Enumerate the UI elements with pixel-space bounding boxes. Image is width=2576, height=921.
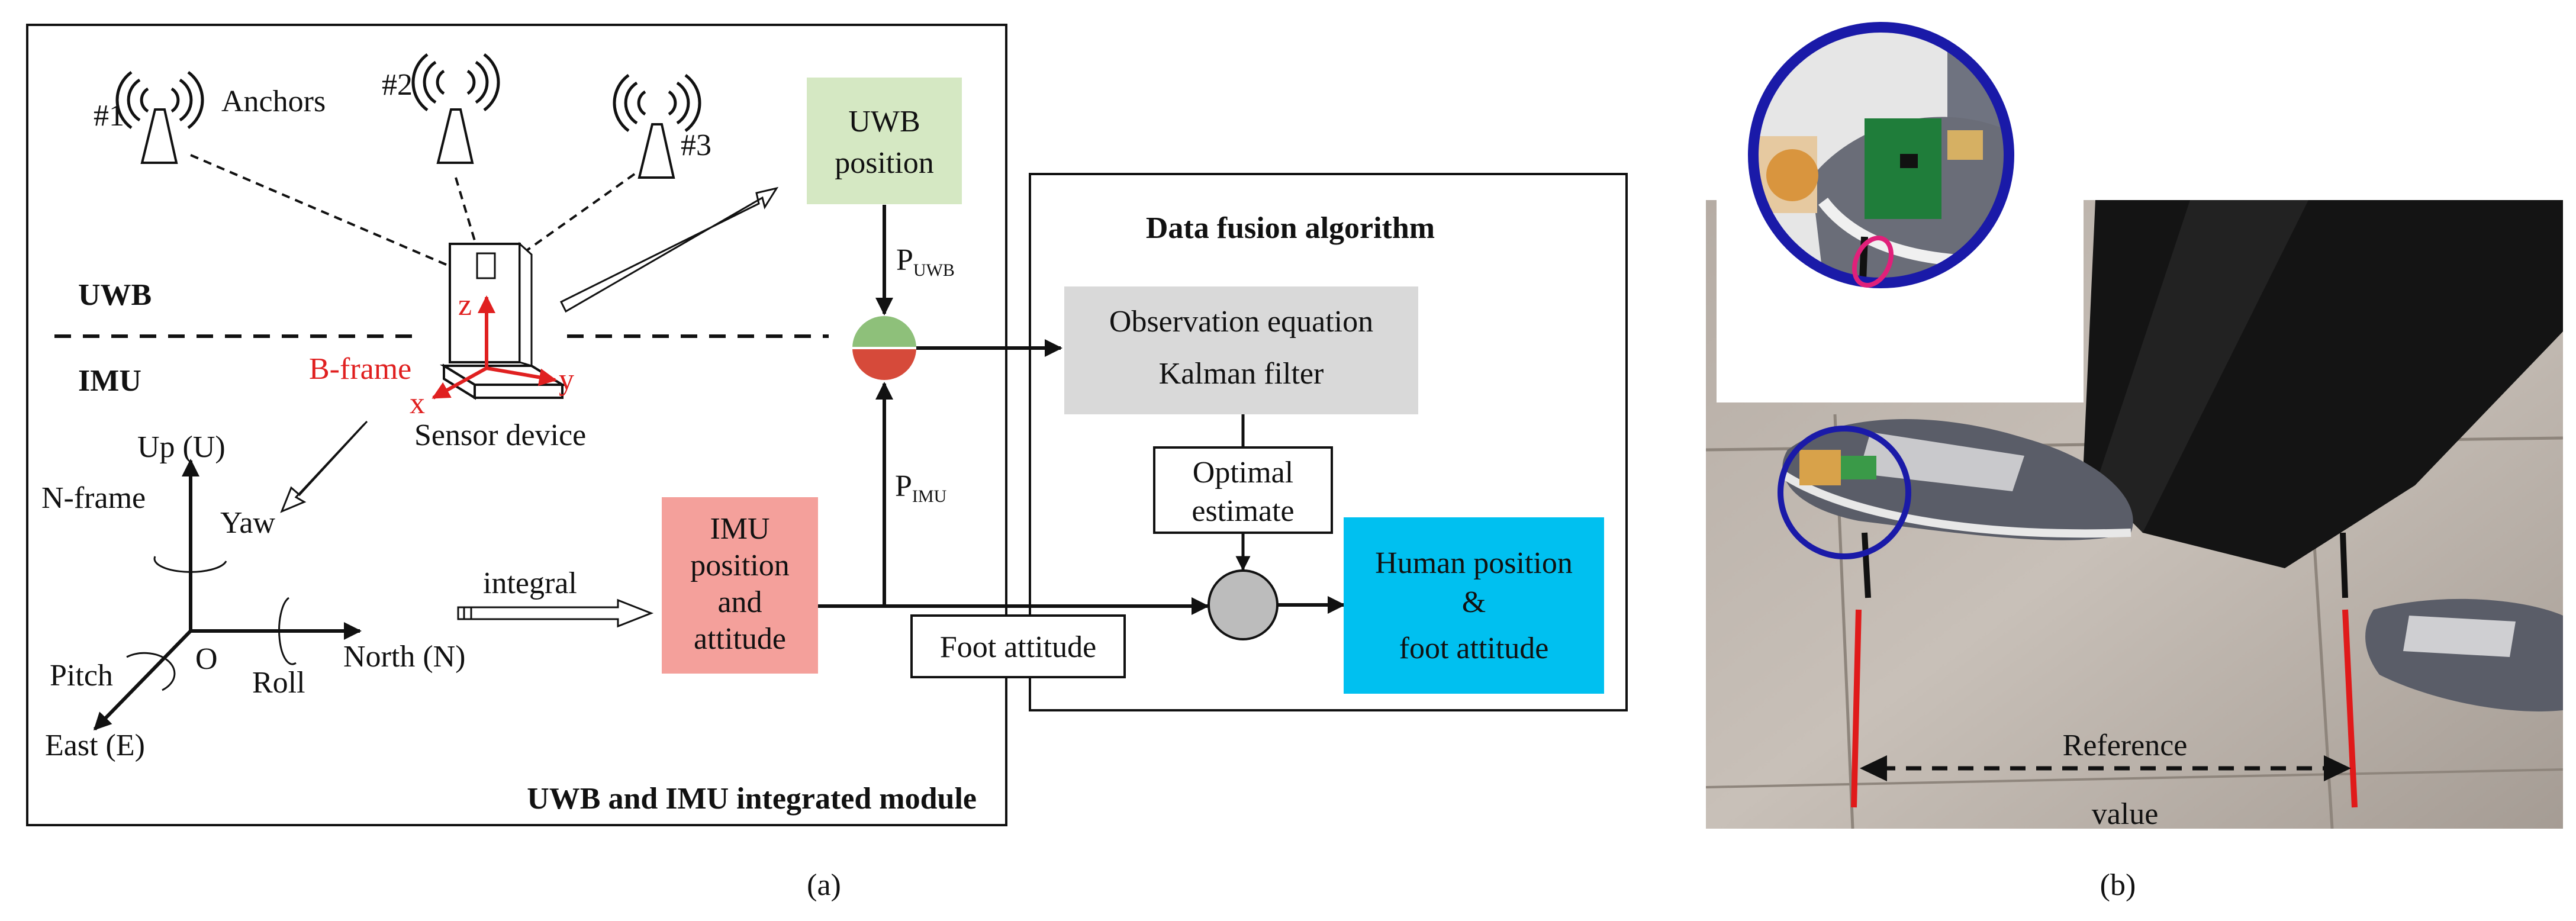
reference-line-1: Reference	[2063, 729, 2188, 762]
uwb-position-line-2: position	[835, 146, 934, 180]
roll-label: Roll	[252, 666, 305, 700]
bframe-label: B-frame	[309, 352, 411, 386]
imu-label: IMU	[78, 364, 141, 398]
human-line-1: Human position	[1375, 546, 1573, 580]
fusion-title: Data fusion algorithm	[1146, 211, 1435, 245]
n-east-axis	[93, 629, 192, 731]
module-frame	[26, 24, 1007, 826]
ref-line-right	[2342, 609, 2358, 808]
axis-y-line	[486, 366, 557, 387]
anchor-1	[115, 70, 204, 164]
imu-box-line-1: IMU	[710, 512, 769, 546]
north-label: North (N)	[343, 640, 466, 674]
fusion-node	[852, 316, 916, 380]
imu-box-line-2: position	[690, 549, 790, 582]
sensor-marker-circle	[1778, 426, 1911, 559]
anchor-2-id: #2	[382, 68, 413, 102]
p-imu-label: PIMU	[895, 469, 947, 506]
anchor-link-3	[520, 173, 636, 256]
ref-arrow-head-left	[1860, 755, 1887, 781]
reference-line-2: value	[2092, 797, 2159, 831]
p-uwb-label: PUWB	[896, 243, 955, 280]
uwb-position-line-1: UWB	[848, 105, 920, 139]
anchor-1-id: #1	[94, 99, 124, 133]
kalman-box	[1064, 286, 1418, 414]
imu-position-box	[662, 497, 818, 674]
roll-rotation-icon	[278, 597, 297, 665]
imu-box-line-4: attitude	[694, 622, 786, 656]
walking-photo	[1706, 200, 2563, 829]
observation-line-2: Kalman filter	[1159, 357, 1324, 391]
ref-line-left	[1851, 609, 1862, 808]
observation-line-1: Observation equation	[1109, 305, 1373, 339]
human-line-3: foot attitude	[1399, 632, 1549, 665]
anchor-2	[411, 53, 500, 164]
human-line-2: &	[1462, 585, 1486, 619]
uwb-label: UWB	[78, 278, 152, 312]
anchor-3	[613, 73, 701, 179]
pitch-label: Pitch	[50, 659, 113, 693]
anchor-link-2	[455, 177, 478, 249]
yaw-label: Yaw	[220, 506, 275, 540]
panel-a: #1 Anchors #2 #3 UWB IMU	[26, 24, 1628, 902]
anchor-link-1	[190, 154, 448, 266]
caption-a: (a)	[807, 868, 841, 902]
up-label: Up (U)	[137, 430, 226, 464]
inset-zoom	[1717, 22, 2084, 402]
combiner-node	[1208, 569, 1279, 640]
human-position-box	[1344, 517, 1604, 694]
optimal-line-2: estimate	[1192, 494, 1294, 528]
hollow-arrow-frame	[280, 420, 368, 513]
yaw-rotation-icon	[153, 556, 227, 573]
inset-circle	[1748, 22, 2014, 288]
axis-x-line	[432, 366, 488, 400]
east-label: East (E)	[45, 729, 145, 762]
axis-y-label: y	[559, 363, 574, 397]
optimal-line-1: Optimal	[1193, 456, 1293, 490]
optimal-estimate-box	[1153, 446, 1333, 534]
foot-attitude-label: Foot attitude	[940, 630, 1096, 664]
sensor-label: Sensor device	[414, 418, 586, 452]
axis-z-label: z	[458, 288, 472, 322]
module-label: UWB and IMU integrated module	[527, 782, 977, 816]
hollow-arrow-uwb	[559, 186, 779, 313]
caption-b: (b)	[2100, 868, 2136, 902]
nframe-label: N-frame	[41, 481, 146, 515]
ref-arrow-head-right	[2324, 755, 2351, 781]
imu-box-line-3: and	[717, 585, 762, 619]
pitch-rotation-icon	[126, 652, 176, 691]
inset-marker-ellipse	[1852, 236, 1894, 288]
integral-label: integral	[483, 566, 577, 600]
origin-label: O	[195, 642, 218, 676]
uwb-position-box	[806, 76, 963, 205]
anchors-label: Anchors	[221, 85, 326, 118]
axis-x-label: x	[410, 387, 425, 420]
foot-attitude-box	[910, 614, 1126, 678]
anchor-3-id: #3	[681, 128, 711, 162]
integral-arrow	[457, 598, 654, 628]
panel-b: Reference value (b)	[1706, 22, 2563, 902]
